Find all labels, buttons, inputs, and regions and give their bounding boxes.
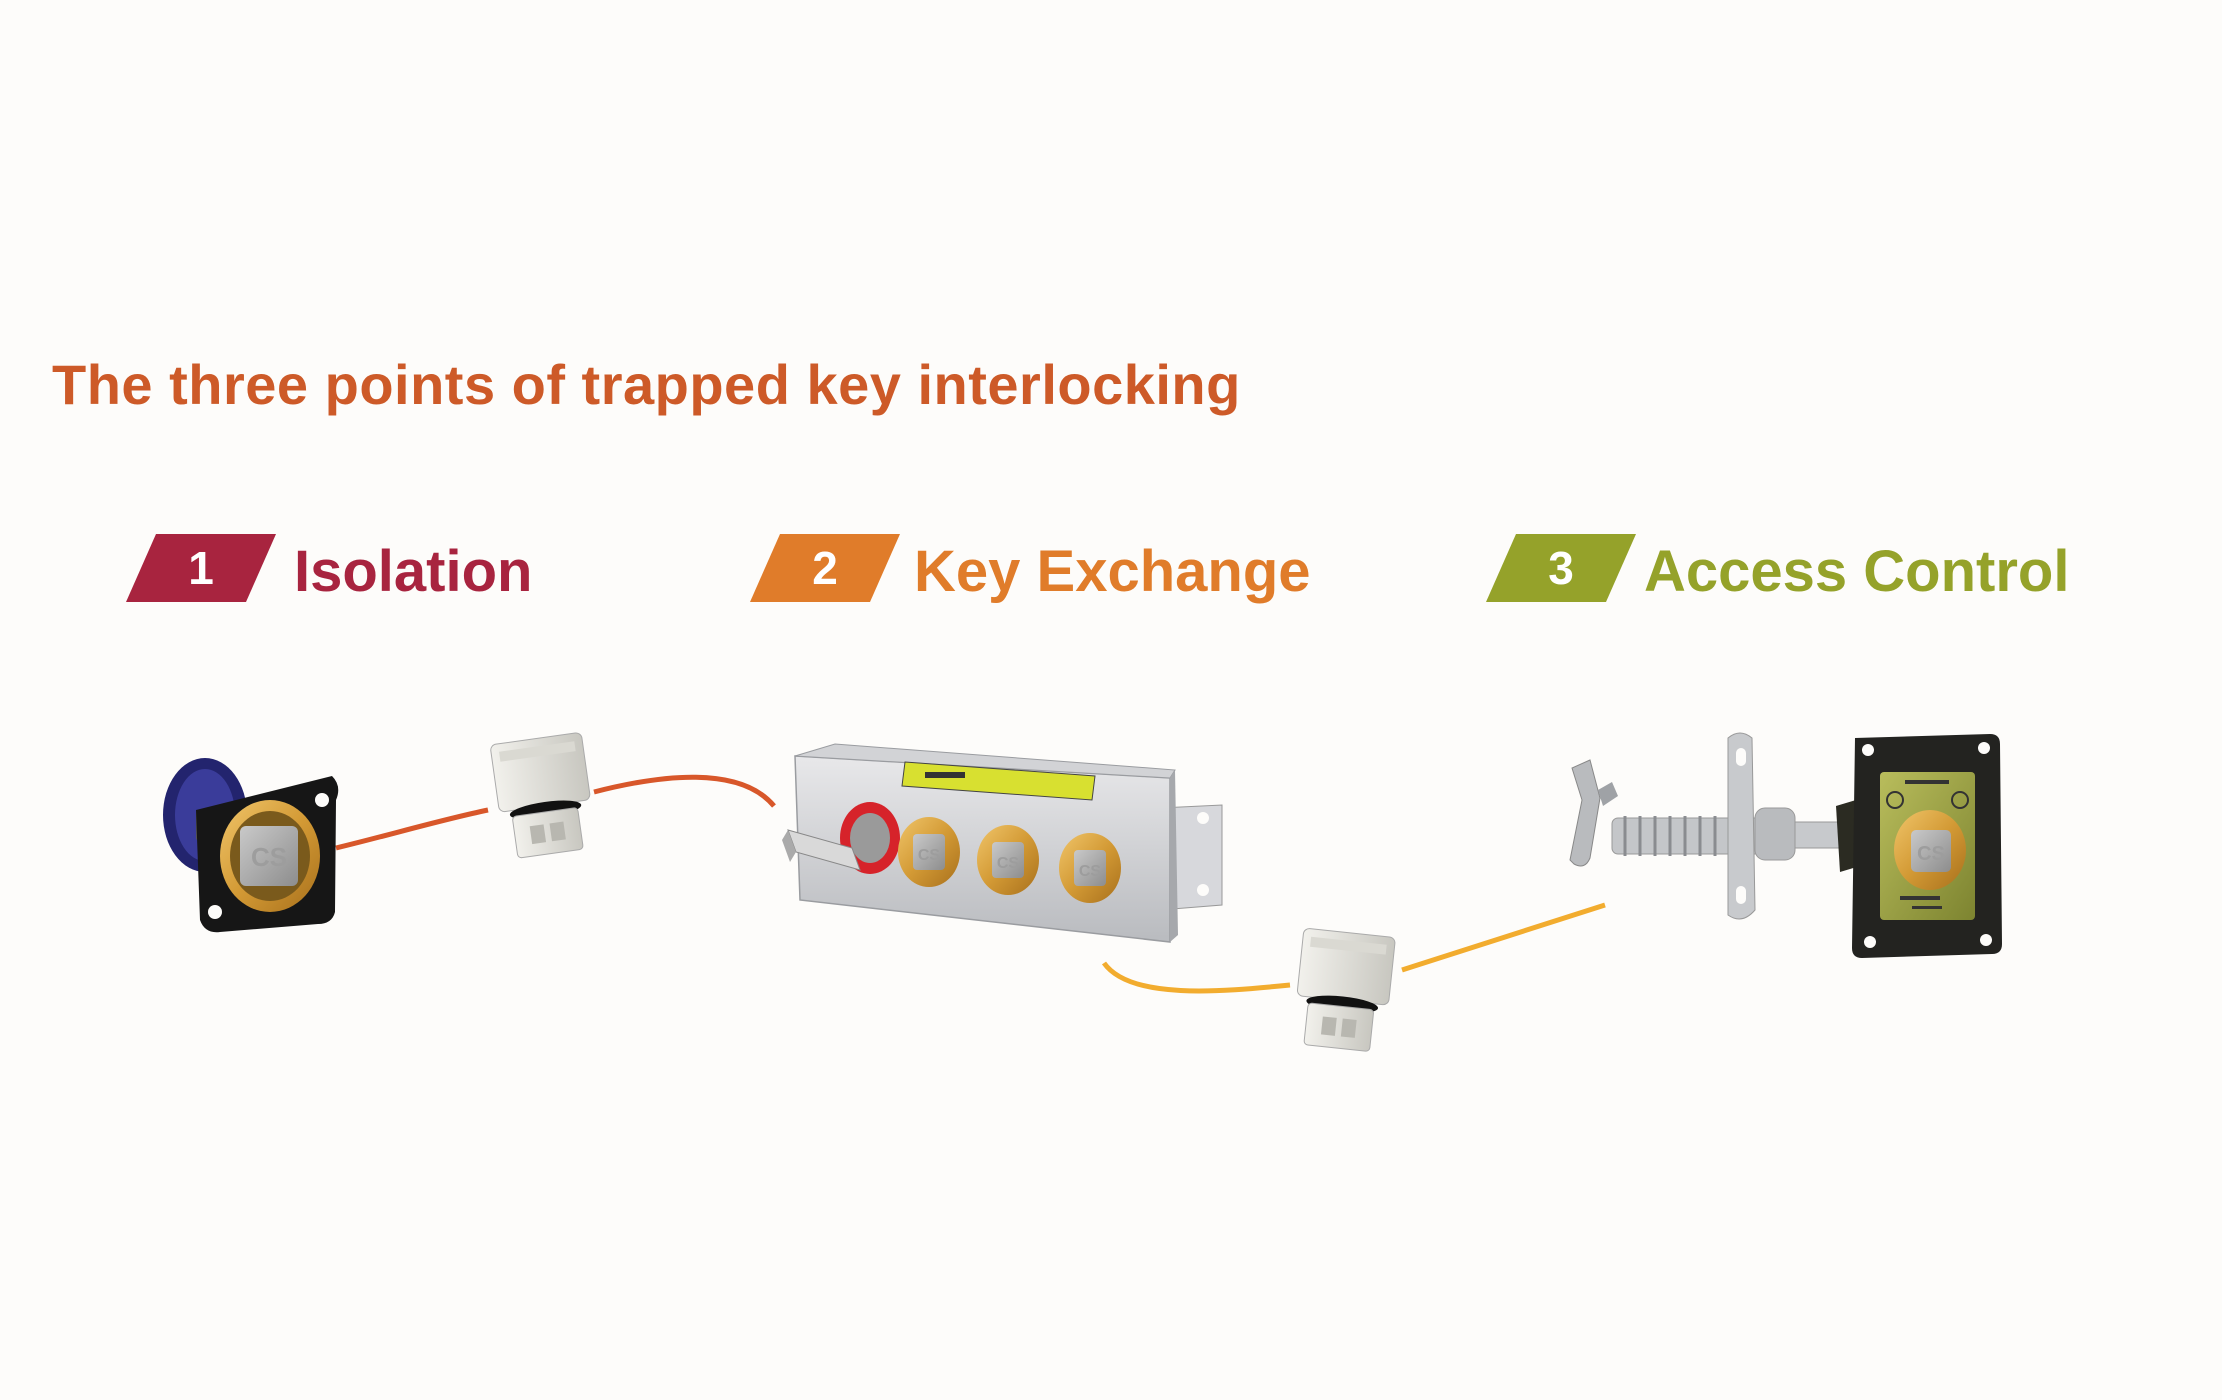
key-marking: CS — [1917, 843, 1945, 865]
step-label: Isolation — [294, 539, 533, 604]
key-marking: CS — [918, 847, 941, 864]
key-exchange-box: CS CS CS — [782, 743, 1223, 943]
wire-key-to-access — [1401, 902, 1606, 973]
wire-key-to-exchange — [593, 774, 776, 808]
diagram-title: The three points of trapped key interloc… — [52, 353, 1241, 416]
key-marking: CS — [997, 855, 1020, 872]
trapped-key-1 — [490, 732, 591, 859]
step-number: 1 — [188, 542, 214, 594]
step-label: Key Exchange — [914, 539, 1311, 604]
key-marking: CS — [1079, 863, 1102, 880]
step-label: Access Control — [1644, 539, 2070, 604]
step-number: 3 — [1548, 542, 1574, 594]
step-number-badge: 2 — [750, 534, 900, 602]
isolation-lock: CS — [163, 758, 339, 933]
step-number-badge: 3 — [1486, 534, 1636, 602]
wire-isolation-to-key — [335, 807, 489, 851]
wire-exchange-to-key — [1101, 961, 1291, 994]
step-number-badge: 1 — [126, 534, 276, 602]
key-marking: CS — [251, 842, 287, 872]
access-control-lock: CS — [1569, 732, 2002, 958]
step-number: 2 — [812, 542, 838, 594]
trapped-key-2 — [1296, 928, 1396, 1052]
